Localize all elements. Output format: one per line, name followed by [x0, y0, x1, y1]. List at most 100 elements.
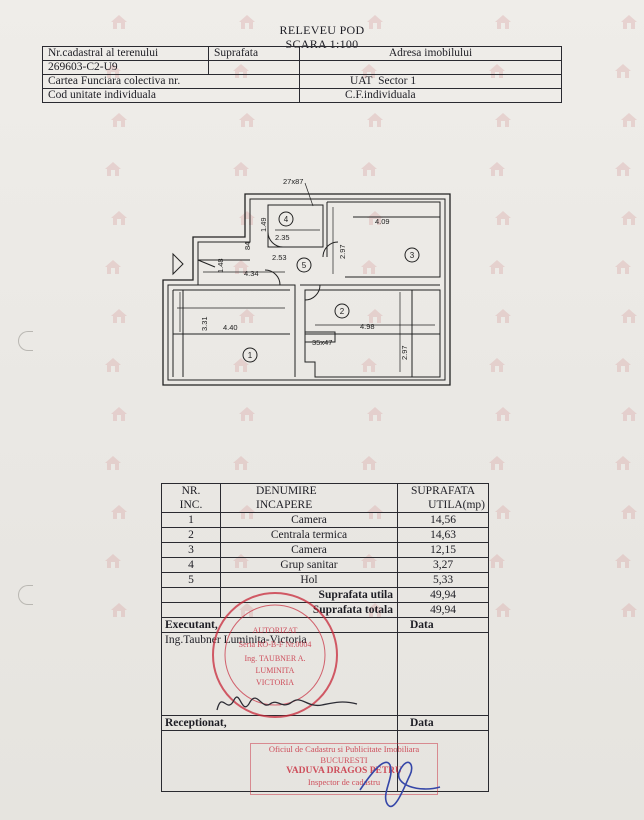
receptionat-data-label: Data — [397, 715, 489, 731]
top-dimension-label: 27x87 — [283, 177, 303, 186]
watermark-house-icon — [488, 161, 506, 177]
watermark-house-icon — [232, 259, 250, 275]
watermark-house-icon — [366, 112, 384, 128]
cf-individuala-cell: C.F.individuala — [299, 88, 562, 103]
room-area: 12,15 — [397, 542, 489, 558]
watermark-house-icon — [488, 553, 506, 569]
watermark-house-icon — [620, 602, 638, 618]
watermark-house-icon — [110, 504, 128, 520]
watermark-house-icon — [614, 161, 632, 177]
suprafata-totala-value: 49,94 — [397, 602, 489, 618]
dim-2-97b: 2.97 — [400, 345, 409, 360]
suprafata-utila-value: 49,94 — [397, 587, 489, 603]
watermark-house-icon — [488, 259, 506, 275]
header-nr: NR.INC. — [161, 483, 221, 513]
punch-hole — [18, 585, 33, 605]
executant-name: Ing.Taubner Luminita-Victoria — [165, 634, 307, 646]
inspector-signature — [359, 761, 441, 808]
watermark-house-icon — [104, 161, 122, 177]
room-number-2: 2 — [340, 307, 345, 316]
watermark-house-icon — [620, 308, 638, 324]
watermark-house-icon — [110, 406, 128, 422]
cf-individuala-label: C.F.individuala — [345, 89, 416, 101]
office-stamp: Oficiul de Cadastru si Publicitate Imobi… — [250, 743, 438, 795]
dim-1-48: 1.48 — [216, 258, 225, 273]
watermark-house-icon — [494, 308, 512, 324]
watermark-house-icon — [110, 602, 128, 618]
header-denumire-line1: DENUMIRE — [256, 485, 317, 497]
dim-4-34: 4.34 — [244, 269, 259, 278]
watermark-house-icon — [620, 112, 638, 128]
watermark-house-icon — [614, 357, 632, 373]
watermark-house-icon — [360, 455, 378, 471]
header-nr-line2: INC. — [179, 499, 203, 511]
nr-cadastral-value: 269603-C2-U9 — [42, 60, 209, 75]
watermark-house-icon — [360, 259, 378, 275]
dim-3-31: 3.31 — [200, 316, 209, 331]
office-line-1: Oficiul de Cadastru si Publicitate Imobi… — [268, 744, 420, 754]
seal-line-5: VICTORIA — [256, 678, 294, 687]
watermark-house-icon — [232, 161, 250, 177]
room-nr: 3 — [161, 542, 221, 558]
executant-cell: Ing.Taubner Luminita-Victoria — [161, 632, 398, 716]
suprafata-label: Suprafata — [208, 46, 300, 61]
suprafata-value — [208, 60, 300, 75]
office-line-3: VADUVA DRAGOS PETRU — [286, 766, 402, 776]
dim-84: 84 — [243, 242, 252, 250]
receptionat-cell — [161, 730, 398, 792]
room-name: Centrala termica — [220, 527, 398, 543]
door-dimension-label: 35x47 — [312, 338, 332, 347]
dim-4-40: 4.40 — [223, 323, 238, 332]
watermark-house-icon — [360, 357, 378, 373]
watermark-house-icon — [620, 14, 638, 30]
watermark-house-icon — [494, 210, 512, 226]
room-area: 3,27 — [397, 557, 489, 573]
room-number-5: 5 — [302, 261, 307, 270]
header-denumire-line2: INCAPERE — [256, 499, 313, 511]
watermark-house-icon — [110, 14, 128, 30]
executant-data-cell — [397, 632, 489, 716]
room-name: Camera — [220, 512, 398, 528]
watermark-house-icon — [238, 14, 256, 30]
watermark-house-icon — [238, 112, 256, 128]
uat-cell: UAT Sector 1 — [299, 74, 562, 89]
watermark-house-icon — [620, 504, 638, 520]
dim-4-98: 4.98 — [360, 322, 375, 331]
authorization-seal: AUTORIZAT Seria RO-B-F Nr.0004 Ing. TAUB… — [212, 592, 338, 718]
seal-line-3: Ing. TAUBNER A. — [245, 654, 306, 663]
header-denumire: DENUMIRE INCAPERE — [220, 483, 398, 513]
executant-signature — [216, 696, 358, 711]
room-number-4: 4 — [284, 215, 289, 224]
watermark-house-icon — [110, 308, 128, 324]
watermark-house-icon — [620, 210, 638, 226]
watermark-house-icon — [494, 14, 512, 30]
room-nr: 4 — [161, 557, 221, 573]
watermark-house-icon — [110, 210, 128, 226]
office-line-4: Inspector de cadastru — [307, 777, 381, 787]
room-area: 14,56 — [397, 512, 489, 528]
adresa-value — [299, 60, 562, 75]
watermark-house-icon — [614, 553, 632, 569]
cadastral-info-table: Nr.cadastral al terenului Suprafata Adre… — [42, 46, 562, 103]
watermark-house-icon — [104, 259, 122, 275]
dim-1-49: 1.49 — [259, 217, 268, 232]
carte-funciara-label: Cartea Funciara colectiva nr. — [42, 74, 300, 89]
watermark-house-icon — [238, 210, 256, 226]
watermark-house-icon — [494, 602, 512, 618]
room-number-3: 3 — [410, 251, 415, 260]
watermark-house-icon — [104, 455, 122, 471]
floor-plan: 27x87 35x47 2.35 4.09 2.53 4.34 4.40 4.9… — [162, 177, 451, 386]
dim-4-09: 4.09 — [375, 217, 390, 226]
watermark-house-icon — [360, 161, 378, 177]
watermark-house-icon — [104, 553, 122, 569]
header-suprafata-line1: SUPRAFATA — [410, 485, 476, 497]
watermark-house-icon — [614, 63, 632, 79]
dim-2-53: 2.53 — [272, 253, 287, 262]
watermark-house-icon — [620, 406, 638, 422]
room-area: 5,33 — [397, 572, 489, 588]
